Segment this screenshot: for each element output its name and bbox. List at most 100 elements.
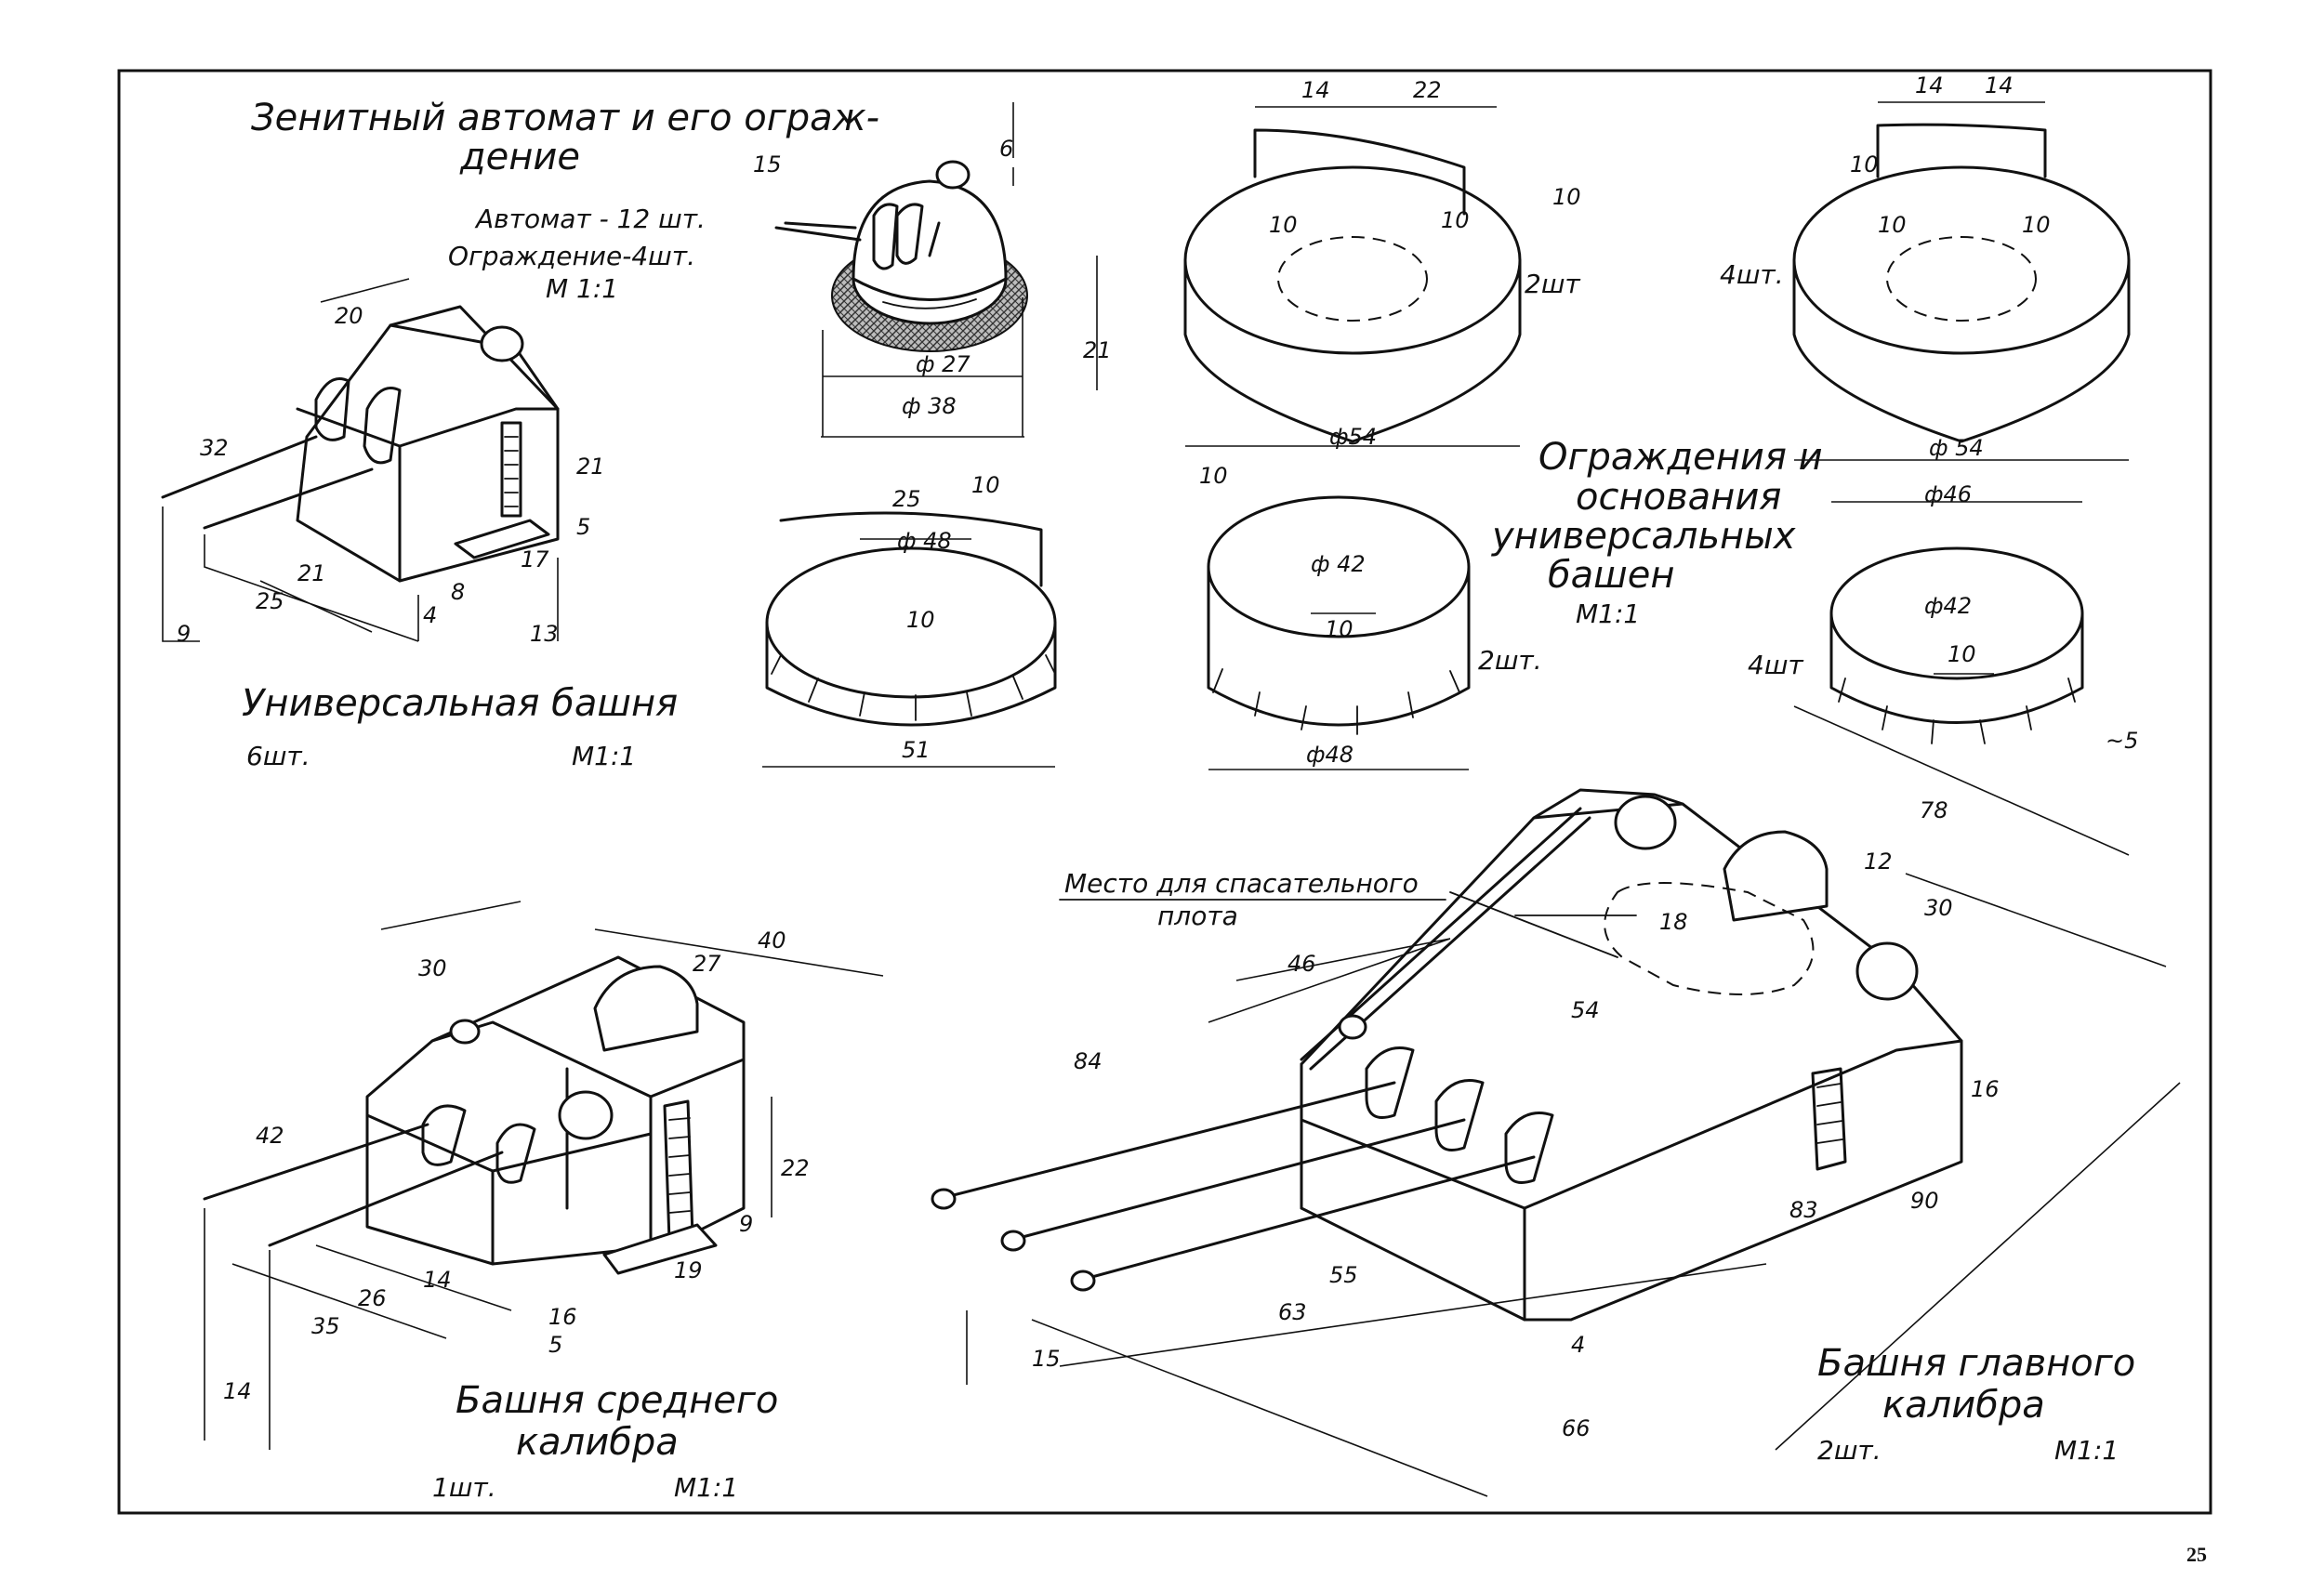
mt-dim-14b: 14	[223, 1378, 252, 1404]
ut-dim-32: 32	[200, 435, 229, 461]
ga-dim-14: 14	[1301, 77, 1330, 103]
guards-caption-line4: башен	[1548, 554, 1675, 597]
aa-gun-qty-gun: Автомат - 12 шт.	[474, 204, 706, 234]
medium-turret-title-line1: Башня среднего	[456, 1379, 778, 1422]
ut-dim-4: 4	[423, 602, 437, 628]
mc-dim-46: 46	[1287, 951, 1316, 977]
guard-c-drawing	[762, 511, 1057, 768]
mt-dim-16: 16	[548, 1304, 577, 1330]
mc-dim-30: 30	[1924, 895, 1953, 921]
universal-turret-qty: 6шт.	[246, 741, 310, 771]
universal-turret-scale: М1:1	[572, 741, 636, 771]
gd-qty: 2шт.	[1478, 645, 1542, 676]
main-turret-qty: 2шт.	[1817, 1435, 1882, 1466]
raft-label-line1: Место для спасательного	[1064, 868, 1419, 899]
mt-dim-35: 35	[311, 1313, 340, 1339]
ga-dim-d54: ф54	[1329, 424, 1377, 450]
aa-dim-15: 15	[753, 151, 782, 178]
mc-dim-63: 63	[1278, 1299, 1307, 1325]
gb-dim-10a: 10	[1850, 151, 1879, 178]
mc-dim-83: 83	[1789, 1197, 1818, 1223]
mc-dim-66: 66	[1562, 1415, 1591, 1441]
ut-dim-21b: 21	[297, 560, 326, 586]
medium-turret-qty: 1шт.	[432, 1472, 496, 1503]
ge-dim-10: 10	[1948, 641, 1976, 667]
guard-a-drawing	[1183, 106, 1522, 447]
main-turret-drawing	[931, 705, 2181, 1497]
ge-qty: 4шт	[1748, 650, 1803, 680]
medium-turret-title-line2: калибра	[516, 1421, 679, 1464]
ga-dim-10c: 10	[1552, 184, 1581, 210]
mc-dim-54: 54	[1571, 997, 1600, 1023]
medium-turret-drawing	[203, 901, 884, 1450]
aa-dim-d27: ф 27	[916, 351, 971, 377]
ut-dim-8: 8	[451, 579, 465, 605]
mt-dim-19: 19	[674, 1257, 703, 1283]
gb-dim-10b: 10	[1878, 212, 1907, 238]
gd-dim-d48: ф48	[1306, 742, 1353, 768]
mt-dim-22: 22	[781, 1155, 810, 1181]
guards-caption-line3: универсальных	[1491, 515, 1796, 558]
guards-caption-line2: основания	[1576, 476, 1781, 519]
raft-label-line2: плота	[1157, 901, 1238, 931]
guard-e-drawing	[1829, 501, 2084, 744]
aa-gun-title-line1: Зенитный автомат и его ограж-	[251, 97, 879, 139]
mc-dim-84: 84	[1074, 1048, 1103, 1074]
aa-gun-qty-guard: Ограждение-4шт.	[448, 241, 695, 271]
ut-dim-25: 25	[256, 588, 284, 614]
ut-dim-21a: 21	[576, 454, 605, 480]
gd-dim-10b: 10	[1325, 616, 1353, 642]
mc-dim-55: 55	[1329, 1262, 1358, 1288]
ga-dim-10a: 10	[1269, 212, 1298, 238]
ga-dim-22: 22	[1413, 77, 1442, 103]
mt-dim-26: 26	[358, 1285, 387, 1311]
ut-dim-17: 17	[521, 546, 549, 572]
page-number: 25	[2186, 1543, 2207, 1566]
universal-turret-drawing	[161, 278, 560, 642]
ge-dim-d42: ф42	[1924, 593, 1972, 619]
guard-b-drawing	[1792, 101, 2131, 461]
gc-dim-25: 25	[892, 486, 921, 512]
mt-dim-40: 40	[758, 928, 786, 954]
mt-dim-9: 9	[739, 1211, 753, 1237]
main-turret-title-line2: калибра	[1882, 1384, 2045, 1427]
aa-dim-d38: ф 38	[902, 393, 957, 419]
mc-dim-15: 15	[1032, 1346, 1061, 1372]
gc-dim-10a: 10	[971, 472, 1000, 498]
sheet-frame	[117, 69, 2212, 1515]
guards-caption-scale: М1:1	[1576, 599, 1640, 629]
ge-dim-5: ~5	[2106, 728, 2138, 754]
medium-turret-scale: М1:1	[674, 1472, 738, 1503]
gb-dim-14a: 14	[1915, 72, 1944, 99]
aa-gun-drawing	[774, 102, 1098, 438]
ut-dim-5: 5	[576, 514, 590, 540]
mc-dim-12: 12	[1864, 849, 1893, 875]
mt-dim-30: 30	[418, 955, 447, 981]
main-turret-scale: М1:1	[2054, 1435, 2119, 1466]
ut-dim-20: 20	[335, 303, 363, 329]
aa-dim-6: 6	[999, 136, 1013, 162]
gb-qty: 4шт.	[1720, 259, 1784, 290]
gb-dim-14b: 14	[1985, 72, 2014, 99]
gb-dim-d54: ф 54	[1929, 435, 1984, 461]
mt-dim-5: 5	[548, 1332, 562, 1358]
guard-d-drawing	[1207, 495, 1471, 770]
main-turret-title-line1: Башня главного	[1817, 1342, 2135, 1385]
ge-dim-d46: ф46	[1924, 481, 1972, 507]
mc-dim-4: 4	[1571, 1332, 1585, 1358]
mc-dim-78: 78	[1920, 797, 1948, 823]
ut-dim-9: 9	[177, 621, 191, 647]
mt-dim-27: 27	[693, 951, 721, 977]
ga-qty: 2шт	[1525, 269, 1580, 299]
gd-dim-10a: 10	[1199, 463, 1228, 489]
aa-gun-title-line2: дение	[459, 136, 580, 178]
gc-dim-10b: 10	[906, 607, 935, 633]
mc-dim-18: 18	[1659, 909, 1688, 935]
aa-gun-scale: М 1:1	[546, 273, 618, 304]
mt-dim-42: 42	[256, 1123, 284, 1149]
mc-dim-16: 16	[1971, 1076, 2000, 1102]
universal-turret-title: Универсальная башня	[242, 682, 678, 725]
gc-dim-d48: ф 48	[897, 528, 952, 554]
mc-dim-90: 90	[1910, 1188, 1939, 1214]
